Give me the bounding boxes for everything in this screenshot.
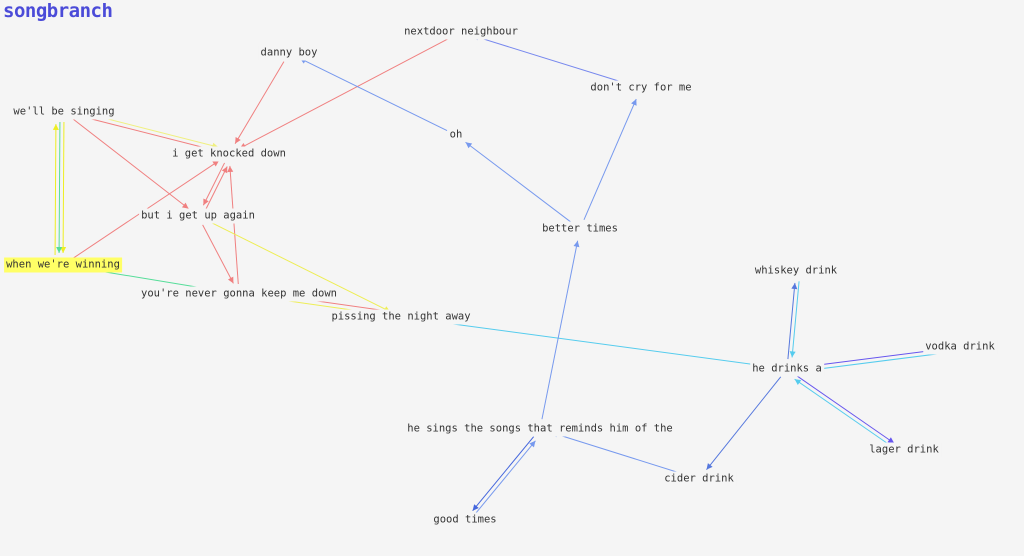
edge-arrowhead: [203, 198, 209, 206]
edge-arrowhead: [706, 463, 713, 470]
node-well-be-singing[interactable]: we'll be singing: [11, 104, 117, 120]
edge-arrowhead: [887, 437, 895, 444]
edge-line: [583, 98, 637, 221]
edge-line: [58, 121, 61, 253]
node-whiskey-drink[interactable]: whiskey drink: [752, 263, 840, 279]
edge-arrowhead: [631, 99, 637, 106]
edge-line: [202, 162, 225, 206]
node-when-were-winning[interactable]: when we're winning: [4, 257, 122, 273]
node-pissing-the-night-away[interactable]: pissing the night away: [329, 309, 473, 325]
edge-line: [73, 113, 218, 152]
edge-he-drinks-a-to-cider-drink: [706, 376, 782, 470]
edge-arrowhead: [221, 166, 228, 174]
edge-he-sings-the-songs-to-better-times: [541, 240, 580, 420]
edge-arrowhead: [227, 276, 234, 284]
edge-lager-drink-to-he-drinks-a: [794, 378, 894, 449]
app-title: songbranch: [3, 0, 113, 22]
edge-line: [791, 281, 800, 358]
edge-dont-cry-for-me-to-nextdoor-neighbour: [472, 34, 632, 86]
edge-but-i-get-up-again-to-i-get-knocked-down: [205, 166, 228, 210]
edge-danny-boy-to-i-get-knocked-down: [234, 61, 285, 144]
edge-arrowhead: [791, 282, 798, 290]
edge-arrowhead: [52, 123, 59, 130]
node-i-get-knocked-down[interactable]: i get knocked down: [170, 146, 288, 162]
edge-youre-never-gonna-keep-me-down-to-i-get-knocked-down: [227, 165, 239, 285]
node-better-times[interactable]: better times: [540, 221, 620, 237]
edge-line: [794, 374, 895, 444]
edge-line: [472, 436, 535, 512]
edge-line: [234, 61, 285, 144]
edge-better-times-to-dont-cry-for-me: [583, 98, 637, 221]
edge-line: [62, 121, 65, 254]
edge-well-be-singing-to-when-were-winning: [60, 121, 67, 254]
edge-arrowhead: [789, 351, 796, 358]
edge-line: [799, 351, 951, 372]
edge-line: [465, 141, 573, 224]
node-lager-drink[interactable]: lager drink: [867, 442, 941, 458]
edge-arrowhead: [181, 202, 189, 209]
edge-arrowhead: [465, 142, 473, 149]
edge-line: [541, 240, 579, 420]
node-dont-cry-for-me[interactable]: don't cry for me: [588, 80, 694, 96]
edge-arrowhead: [227, 165, 234, 173]
edge-line: [229, 165, 239, 285]
edge-oh-to-danny-boy: [299, 57, 448, 132]
edge-arrowhead: [472, 504, 479, 511]
node-oh[interactable]: oh: [447, 127, 465, 143]
node-danny-boy[interactable]: danny boy: [258, 45, 320, 61]
edge-cider-drink-to-he-sings-the-songs: [551, 431, 690, 477]
edge-pissing-the-night-away-to-he-drinks-a: [410, 317, 776, 370]
edge-arrowhead: [794, 379, 802, 386]
edge-line: [239, 36, 453, 149]
edge-better-times-to-oh: [465, 141, 573, 224]
edge-line: [551, 432, 690, 477]
edge-line: [202, 224, 234, 284]
edge-line: [54, 123, 57, 255]
edge-line: [206, 220, 391, 313]
node-nextdoor-neighbour[interactable]: nextdoor neighbour: [402, 24, 520, 40]
edge-arrowhead: [212, 160, 220, 167]
node-youre-never-gonna-keep-me-down[interactable]: you're never gonna keep me down: [139, 286, 339, 302]
edge-well-be-singing-to-but-i-get-up-again: [71, 117, 189, 210]
edge-line: [205, 166, 228, 210]
edge-he-drinks-a-to-whiskey-drink: [787, 282, 798, 360]
edge-when-were-winning-to-well-be-singing: [52, 123, 59, 255]
node-he-drinks-a[interactable]: he drinks a: [750, 361, 824, 377]
edge-arrowhead: [56, 246, 63, 253]
edge-line: [71, 117, 189, 210]
node-cider-drink[interactable]: cider drink: [662, 471, 736, 487]
edge-he-drinks-a-to-lager-drink: [794, 374, 895, 444]
edge-arrowhead: [60, 246, 67, 254]
edge-he-sings-the-songs-to-good-times: [472, 436, 535, 512]
edge-line: [706, 376, 782, 470]
edge-i-get-knocked-down-to-but-i-get-up-again: [202, 162, 225, 206]
edge-line: [787, 282, 796, 360]
edge-good-times-to-he-sings-the-songs: [474, 440, 536, 516]
edge-well-be-singing-to-when-were-winning: [56, 121, 63, 253]
edge-line: [299, 57, 448, 132]
edge-arrowhead: [235, 136, 241, 144]
edge-line: [474, 440, 536, 516]
edge-arrowhead: [529, 440, 536, 448]
node-vodka-drink[interactable]: vodka drink: [923, 339, 997, 355]
node-but-i-get-up-again[interactable]: but i get up again: [139, 208, 257, 224]
edge-whiskey-drink-to-he-drinks-a: [789, 281, 800, 358]
edge-line: [410, 317, 776, 368]
edge-but-i-get-up-again-to-youre-never-gonna-keep-me-down: [202, 224, 234, 284]
edge-line: [794, 378, 894, 449]
node-he-sings-the-songs[interactable]: he sings the songs that reminds him of t…: [405, 421, 675, 437]
edge-line: [472, 35, 632, 86]
edge-arrowhead: [573, 240, 580, 248]
node-good-times[interactable]: good times: [431, 512, 499, 528]
